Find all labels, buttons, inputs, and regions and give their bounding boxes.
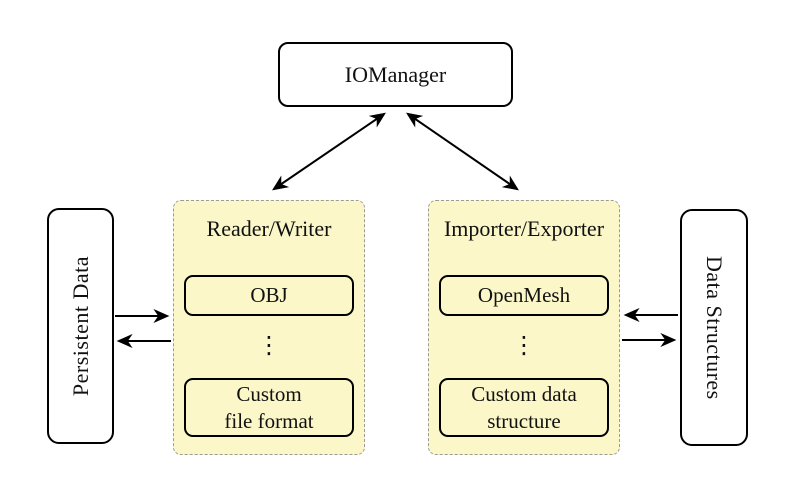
node-custom-data-structure-line1: Custom data xyxy=(471,382,577,407)
node-obj: OBJ xyxy=(184,275,354,316)
node-persistent-data-label: Persistent Data xyxy=(67,255,93,397)
panel-importer-exporter: Importer/Exporter OpenMesh ⋮ Custom data… xyxy=(428,200,620,455)
panel-importer-exporter-title: Importer/Exporter xyxy=(443,216,605,241)
vertical-ellipsis: ⋮ xyxy=(512,331,536,359)
panel-reader-writer-title: Reader/Writer xyxy=(206,216,332,241)
node-custom-file-format: Custom file format xyxy=(184,378,354,437)
node-iomanager-label: IOManager xyxy=(344,61,447,87)
node-data-structures: Data Structures xyxy=(680,209,748,446)
node-obj-label: OBJ xyxy=(250,283,288,308)
vertical-ellipsis: ⋮ xyxy=(257,331,281,359)
node-custom-data-structure: Custom data structure xyxy=(439,378,609,437)
arrow-iomanager-importerexporter xyxy=(406,112,519,191)
node-persistent-data: Persistent Data xyxy=(47,208,114,444)
node-data-structures-label: Data Structures xyxy=(702,255,727,400)
node-openmesh: OpenMesh xyxy=(439,275,609,316)
node-iomanager: IOManager xyxy=(278,42,513,107)
node-custom-file-format-line1: Custom xyxy=(236,382,302,407)
panel-reader-writer: Reader/Writer OBJ ⋮ Custom file format xyxy=(173,200,365,455)
node-openmesh-label: OpenMesh xyxy=(477,283,571,308)
arrow-iomanager-readerwriter xyxy=(272,112,386,191)
node-custom-data-structure-line2: structure xyxy=(487,408,561,433)
node-custom-file-format-line2: file format xyxy=(224,408,314,433)
